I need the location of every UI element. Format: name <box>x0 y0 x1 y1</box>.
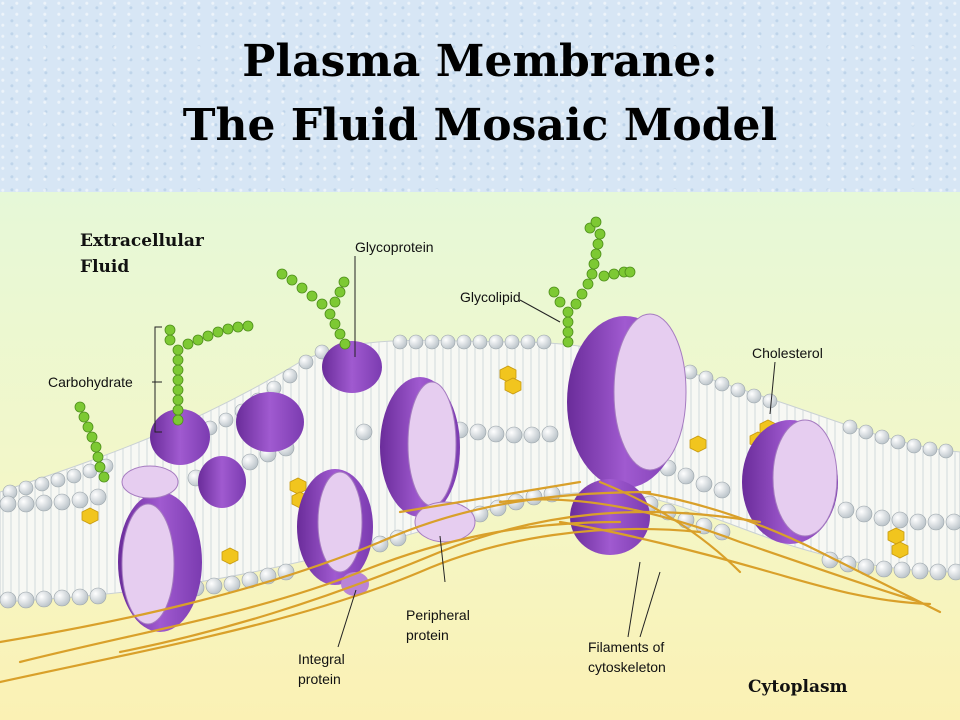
title-banner <box>0 0 960 192</box>
label-integral-2: protein <box>298 671 341 687</box>
label-cholesterol: Cholesterol <box>752 345 823 361</box>
integral-protein-tall <box>380 377 476 543</box>
slide-title-line-2: The Fluid Mosaic Model <box>182 100 778 151</box>
integral-protein-left <box>118 465 202 632</box>
label-filaments-2: cytoskeleton <box>588 659 666 675</box>
label-peripheral-1: Peripheral <box>406 607 470 623</box>
integral-protein-right <box>742 419 838 544</box>
label-extracellular-2: Fluid <box>80 257 129 277</box>
carbohydrate-chains <box>74 216 636 483</box>
globular-protein-back <box>150 341 382 508</box>
integral-protein-large <box>567 313 687 555</box>
label-glycolipid: Glycolipid <box>460 289 521 305</box>
cytoskeleton-filaments <box>0 480 942 684</box>
label-carbohydrate: Carbohydrate <box>48 374 133 390</box>
membrane-diagram: Extracellular Fluid Glycoprotein Glycoli… <box>0 192 960 720</box>
banner-texture <box>0 0 960 192</box>
leader-lines <box>152 256 776 648</box>
label-cytoplasm: Cytoplasm <box>748 677 848 697</box>
label-extracellular-1: Extracellular <box>80 231 205 251</box>
slide-title-line-1: Plasma Membrane: <box>242 36 718 87</box>
label-peripheral-2: protein <box>406 627 449 643</box>
integral-protein-center <box>297 469 373 596</box>
label-integral-1: Integral <box>298 651 345 667</box>
label-filaments-1: Filaments of <box>588 639 664 655</box>
label-glycoprotein: Glycoprotein <box>355 239 434 255</box>
